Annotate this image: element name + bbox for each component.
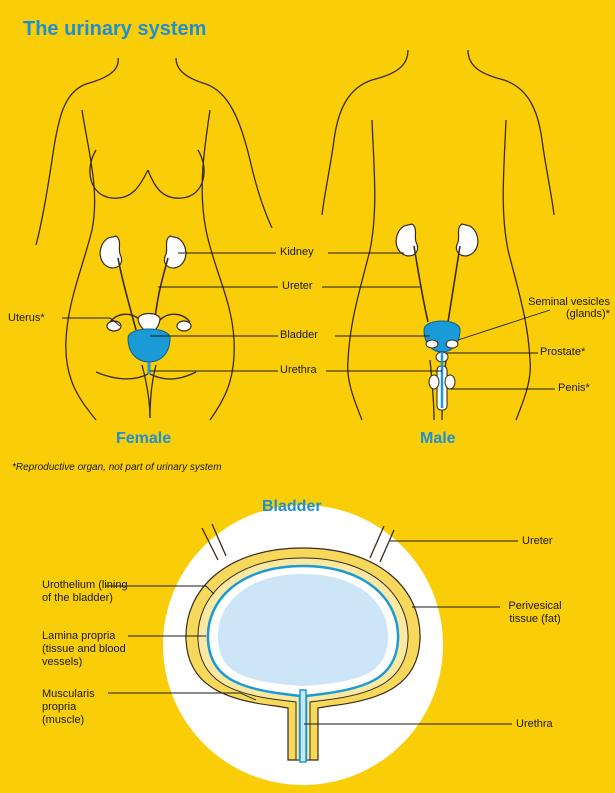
female-figure <box>35 57 273 421</box>
page-title: The urinary system <box>23 18 207 40</box>
bladder-lumen <box>217 574 389 686</box>
label-ureter: Ureter <box>282 280 313 292</box>
label-prostate: Prostate* <box>540 346 586 358</box>
detail-label-muscularis-propria: Muscularis propria (muscle) <box>42 688 95 726</box>
bladder-detail <box>163 505 443 785</box>
label-kidney: Kidney <box>280 246 314 258</box>
detail-label-lamina-propria: Lamina propria (tissue and blood vessels… <box>42 630 126 668</box>
male-organs <box>395 223 479 411</box>
label-penis: Penis* <box>558 382 590 394</box>
detail-label-urothelium: Urothelium (lining of the bladder) <box>42 579 128 604</box>
leader-lines-bladder <box>106 540 518 725</box>
leader-lines-top <box>62 252 555 390</box>
label-bladder: Bladder <box>280 329 318 341</box>
caption-bladder: Bladder <box>262 498 322 515</box>
urethra-tube <box>299 689 307 763</box>
female-organs <box>99 235 192 374</box>
detail-label-ureter: Ureter <box>522 535 553 547</box>
detail-label-urethra: Urethra <box>516 718 553 730</box>
caption-male: Male <box>420 430 456 447</box>
male-figure <box>321 49 555 421</box>
footnote: *Reproductive organ, not part of urinary… <box>12 462 222 473</box>
label-uterus: Uterus* <box>8 312 45 324</box>
label-urethra: Urethra <box>280 364 317 376</box>
caption-female: Female <box>116 430 172 447</box>
label-seminal-vesicles: Seminal vesicles (glands)* <box>528 296 610 320</box>
detail-label-perivesical: Perivesical tissue (fat) <box>508 600 562 625</box>
